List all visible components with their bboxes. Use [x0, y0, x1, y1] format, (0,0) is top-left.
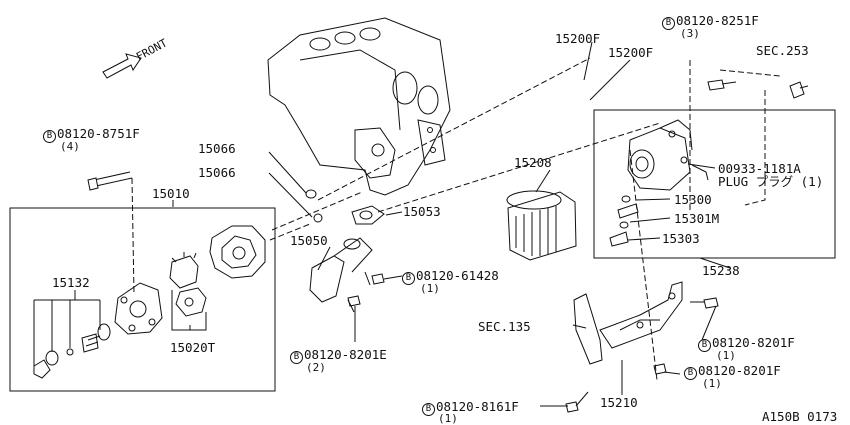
- bolt-symbol: B: [43, 130, 56, 143]
- label-bolt-8201e-qty: (2): [306, 361, 326, 374]
- label-15020t: 15020T: [170, 340, 216, 355]
- oil-filter: [506, 190, 577, 261]
- filter-bracket-assembly: [609, 119, 709, 247]
- diagram-code: A150B 0173: [762, 409, 838, 424]
- o-rings-15066: [305, 189, 323, 223]
- label-bolt-8751f-qty: (4): [60, 140, 80, 153]
- sensor-sec253: [789, 81, 809, 99]
- label-bolt-8201f-b-qty: (1): [702, 377, 722, 390]
- label-15300: 15300: [674, 192, 712, 207]
- label-plug-part-no: 00933-1181A: [718, 161, 801, 176]
- label-15238: 15238: [702, 263, 740, 278]
- filter-bracket-box: [593, 109, 836, 259]
- leader-lines: [74, 41, 731, 407]
- small-bolts: [347, 273, 719, 413]
- label-sec253: SEC.253: [756, 43, 809, 58]
- label-bolt-61428-qty: (1): [420, 282, 440, 295]
- bolt-symbol: B: [290, 351, 303, 364]
- label-15050: 15050: [290, 233, 328, 248]
- label-15301m: 15301M: [674, 211, 720, 226]
- label-bolt-8201f-a-qty: (1): [716, 349, 736, 362]
- label-15066-a: 15066: [198, 141, 236, 156]
- bolt-symbol: B: [684, 367, 697, 380]
- label-15010: 15010: [152, 186, 190, 201]
- label-15200f-b: 15200F: [608, 45, 654, 60]
- oil-pump-box: [9, 207, 276, 392]
- oil-strainer: [309, 205, 385, 313]
- label-15303: 15303: [662, 231, 700, 246]
- label-plug-desc: PLUG プラグ (1): [718, 174, 824, 189]
- label-15210: 15210: [600, 395, 638, 410]
- bolt-symbol: B: [698, 339, 711, 352]
- engine-block: [267, 17, 451, 196]
- label-bolt-8161f-qty: (1): [438, 412, 458, 425]
- label-15208: 15208: [514, 155, 552, 170]
- label-15132: 15132: [52, 275, 90, 290]
- lower-bracket: [573, 281, 683, 365]
- label-15053: 15053: [403, 204, 441, 219]
- front-arrow: [102, 53, 142, 79]
- bolt-8251f: [707, 79, 737, 91]
- label-15200f-a: 15200F: [555, 31, 601, 46]
- bolt-symbol: B: [662, 17, 675, 30]
- oil-pump-parts: [33, 171, 266, 379]
- bolt-symbol: B: [422, 403, 435, 416]
- label-15066-b: 15066: [198, 165, 236, 180]
- label-bolt-8251f-qty: (3): [680, 27, 700, 40]
- label-sec135: SEC.135: [478, 319, 531, 334]
- bolt-symbol: B: [402, 272, 415, 285]
